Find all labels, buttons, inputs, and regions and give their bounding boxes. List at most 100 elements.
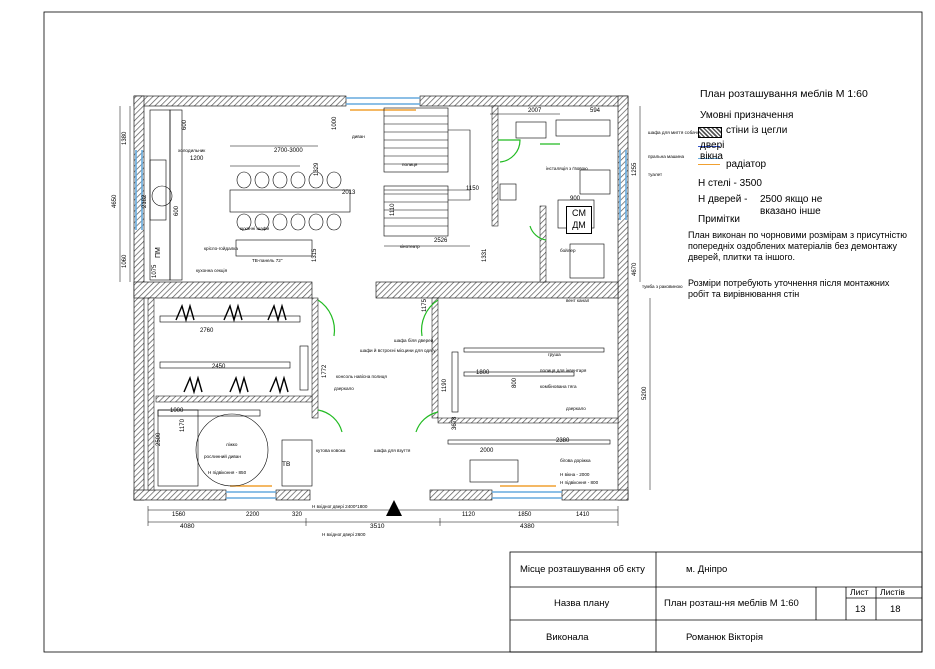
plan-label: шафа для взуття — [374, 448, 411, 453]
dining-chair — [326, 171, 342, 189]
tb-location-label: Місце розташування об єкту — [520, 564, 645, 575]
dim-right-3: 5200 — [642, 386, 648, 400]
dining-chair — [290, 171, 306, 189]
dining-chair — [272, 213, 288, 231]
dim-left-5: 1075 — [152, 264, 158, 278]
legend-item-radiator: радіатор — [726, 159, 767, 170]
dimension-value: 1175 — [422, 298, 428, 312]
dimension-value: 1772 — [322, 364, 328, 378]
tb-sheet-value: 13 — [855, 604, 866, 615]
dimension-value: 2526 — [434, 238, 448, 244]
dim-bottom-inner-5: 1850 — [518, 512, 532, 518]
plan-label: диван — [352, 134, 365, 139]
plan-label: кухонні шафи — [240, 226, 270, 231]
dim-left-4: 2182 — [142, 194, 148, 208]
dim-right-1: 1255 — [632, 162, 638, 176]
legend-subtitle: Умовні призначення — [700, 110, 794, 121]
legend-door-height-value: 2500 якщо не вказано інше — [760, 194, 823, 217]
title-block-grid — [509, 551, 923, 653]
windows — [135, 97, 627, 499]
hanger-mark — [267, 303, 287, 323]
dimension-value: 1315 — [312, 248, 318, 262]
plan-label: бігова доріжка — [560, 458, 591, 463]
legend-swatch-window — [698, 158, 720, 159]
dim-bottom-outer-2: 3510 — [370, 523, 385, 530]
legend-swatch-radiator — [698, 164, 720, 165]
plan-label: Н підвіконня - 850 — [208, 470, 247, 475]
plan-label: інсталяція з ґвовою — [546, 165, 588, 171]
dining-chair — [254, 213, 270, 231]
dimension-value: 2450 — [212, 364, 226, 370]
tb-sheets-label: Листів — [880, 587, 905, 597]
legend-item-door: двері — [700, 140, 725, 151]
room-mark-sm: СМ — [572, 208, 586, 218]
plan-label: кутова ковока — [316, 448, 346, 453]
plan-label: дзеркало — [334, 386, 354, 391]
plan-label: Н вхідної двері 2600 — [322, 532, 366, 537]
dim-right-2: 4670 — [632, 262, 638, 276]
plan-label: шафа для миття собачок — [648, 130, 703, 135]
dim-bottom-inner-1: 1560 — [172, 512, 186, 518]
plan-label: пральна машина — [648, 154, 685, 159]
plan-label: крісло-гойдалка — [204, 245, 238, 251]
dimension-value: 1000 — [170, 408, 184, 414]
hanger-mark — [269, 375, 289, 395]
dim-top-2: 594 — [590, 108, 601, 114]
plan-label: рослинний диван — [204, 453, 241, 459]
dining-chair — [326, 213, 342, 231]
dim-left-3: 1060 — [122, 254, 128, 268]
legend-door-height-label: Н дверей - — [698, 194, 748, 205]
dining-chair — [236, 213, 252, 231]
dimension-value: 2380 — [556, 438, 570, 444]
plan-label: полиця — [402, 162, 418, 167]
dining-chair — [308, 171, 324, 189]
plan-label: Н вхідної двері 2400*1800 — [312, 504, 368, 509]
plan-label: консоль навісна полиця — [336, 374, 387, 379]
radiators — [230, 109, 556, 487]
dining-chair — [290, 213, 306, 231]
plan-label: Н вікна - 2000 — [560, 472, 590, 477]
tb-sheet-label: Лист — [850, 587, 869, 597]
plan-label: бойлер — [560, 247, 576, 253]
stairs — [383, 107, 471, 237]
dining-chair — [254, 171, 270, 189]
dimension-lines — [119, 106, 651, 526]
dim-bottom-inner-4: 1120 — [462, 512, 476, 518]
dimension-value: 1150 — [466, 186, 480, 192]
tb-author-label: Виконала — [546, 632, 589, 643]
entrance-arrow-icon — [386, 500, 402, 516]
dimension-value: 600 — [182, 119, 188, 130]
plan-label: комбінована тяга — [540, 384, 577, 389]
dim-bottom-inner-6: 1410 — [576, 512, 590, 518]
dining-chair — [308, 213, 324, 231]
plan-label: туалет — [648, 172, 663, 177]
furniture — [149, 109, 611, 487]
doors — [317, 139, 560, 433]
plan-label: ліжко — [226, 442, 238, 447]
dim-left-2: 4650 — [112, 194, 118, 208]
room-mark-tv: ТВ — [282, 461, 290, 468]
note-1: План виконан по чорновими розмірам з при… — [688, 230, 907, 262]
legend-ceiling-height: Н стелі - 3500 — [698, 178, 762, 189]
dimension-value: 1200 — [190, 156, 204, 162]
dimension-value: 1329 — [314, 162, 320, 176]
dim-top-1: 2007 — [528, 108, 542, 114]
plan-label: груша — [548, 352, 561, 357]
room-mark-dm: ДМ — [572, 220, 586, 230]
dim-left-1: 1380 — [122, 131, 128, 145]
note-2: Розміри потребують уточнення після монта… — [688, 278, 890, 299]
plan-label: холодильник — [178, 148, 206, 153]
sheet-frame — [43, 11, 923, 653]
tb-plan-label: Назва плану — [554, 598, 610, 609]
dimension-value: 1170 — [180, 418, 186, 432]
plan-label: полиця для інвентаря — [540, 368, 587, 373]
tb-plan-value: План розташ-ня меблів М 1:60 — [664, 598, 799, 609]
brick-walls — [133, 95, 629, 501]
dimension-value: 2000 — [480, 448, 494, 454]
legend-swatch-door — [698, 146, 720, 147]
dimension-value: 3678 — [452, 416, 458, 430]
dimension-value: 1000 — [332, 116, 338, 130]
